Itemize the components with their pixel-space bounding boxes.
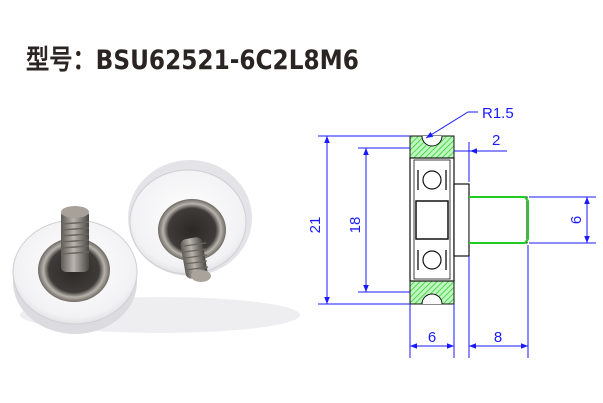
label-flange-offset: 2: [492, 132, 500, 149]
product-photo: [12, 160, 300, 334]
left-wheel: [12, 206, 138, 334]
label-groove-diameter: 18: [347, 217, 364, 234]
technical-drawing: R1.5 2 21 18 6 6 8: [307, 105, 596, 358]
wheel-section: [409, 135, 529, 305]
model-title: 型号：BSU62521-6C2L8M6: [26, 38, 359, 77]
dimension-lines: [318, 111, 596, 358]
model-label: 型号：: [26, 45, 96, 76]
label-outer-diameter: 21: [307, 217, 324, 234]
model-number: BSU62521-6C2L8M6: [95, 45, 359, 76]
label-stud-length: 8: [494, 329, 502, 346]
label-groove-radius: R1.5: [482, 105, 514, 122]
dimension-labels: R1.5 2 21 18 6 6 8: [307, 105, 585, 346]
right-wheel: [128, 160, 252, 282]
label-wheel-width: 6: [428, 329, 436, 346]
label-thread-diameter: 6: [568, 216, 585, 224]
